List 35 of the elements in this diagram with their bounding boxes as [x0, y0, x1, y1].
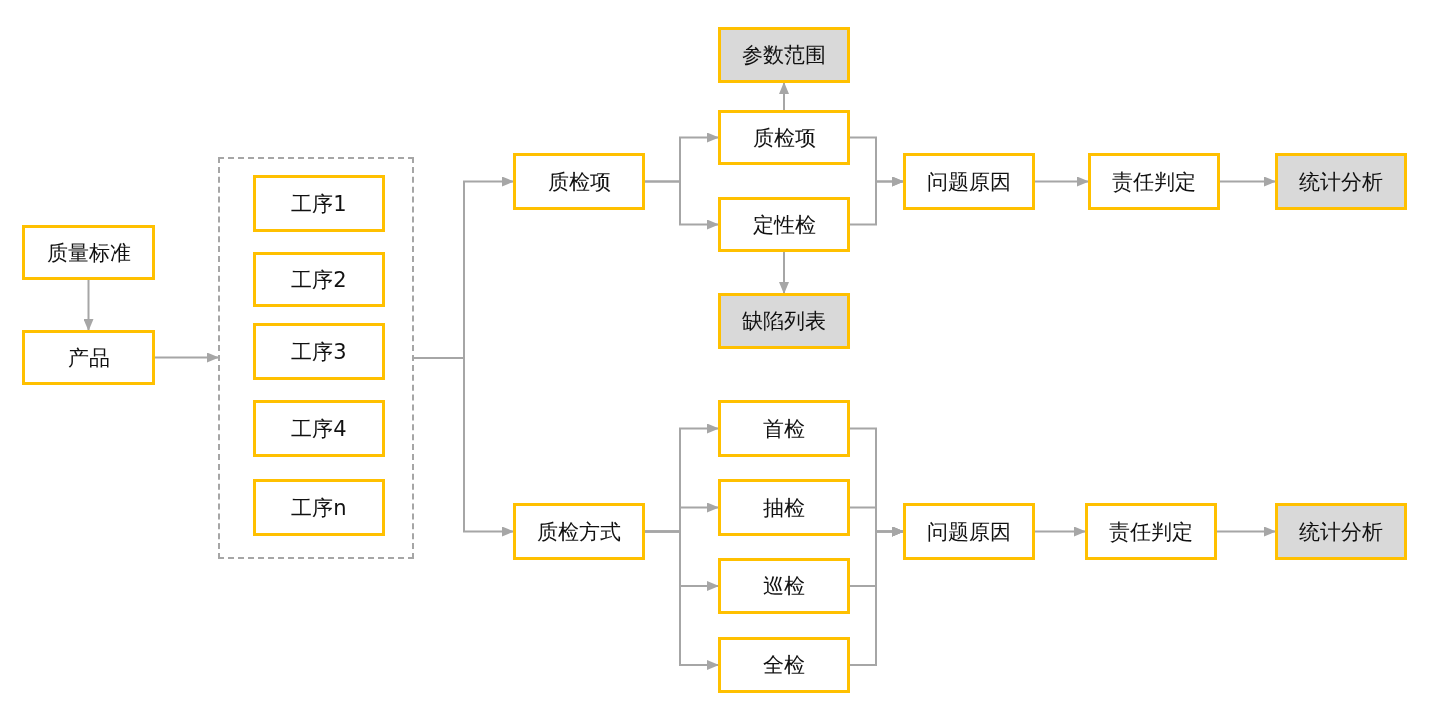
- process-box: 缺陷列表: [718, 293, 850, 349]
- process-box: 质量标准: [22, 225, 155, 280]
- process-box: 首检: [718, 400, 850, 457]
- arrow: [779, 251, 789, 294]
- arrow: [1034, 526, 1086, 537]
- dashed-group-frame: [218, 157, 414, 559]
- arrow: [154, 352, 219, 363]
- process-box: 质检项: [718, 110, 850, 165]
- arrow: [1219, 176, 1276, 187]
- process-box: 统计分析: [1275, 153, 1407, 210]
- arrow: [1216, 526, 1276, 537]
- arrow: [644, 180, 719, 230]
- arrow: [83, 279, 94, 331]
- process-box: 工序4: [253, 400, 385, 457]
- process-box: 工序2: [253, 252, 385, 307]
- process-box: 质检项: [513, 153, 645, 210]
- arrow: [644, 530, 719, 670]
- process-box: 产品: [22, 330, 155, 385]
- process-box: 抽检: [718, 479, 850, 536]
- process-box: 巡检: [718, 558, 850, 614]
- arrow: [1034, 176, 1089, 187]
- process-box: 问题原因: [903, 153, 1035, 210]
- process-box: 工序1: [253, 175, 385, 232]
- arrow: [849, 176, 904, 226]
- process-box: 问题原因: [903, 503, 1035, 560]
- process-box: 工序n: [253, 479, 385, 536]
- process-box: 统计分析: [1275, 503, 1407, 560]
- arrow: [779, 82, 789, 111]
- process-box: 定性检: [718, 197, 850, 252]
- process-box: 责任判定: [1088, 153, 1220, 210]
- process-box: 质检方式: [513, 503, 645, 560]
- process-box: 工序3: [253, 323, 385, 380]
- process-box: 责任判定: [1085, 503, 1217, 560]
- process-box: 参数范围: [718, 27, 850, 83]
- process-box: 全检: [718, 637, 850, 693]
